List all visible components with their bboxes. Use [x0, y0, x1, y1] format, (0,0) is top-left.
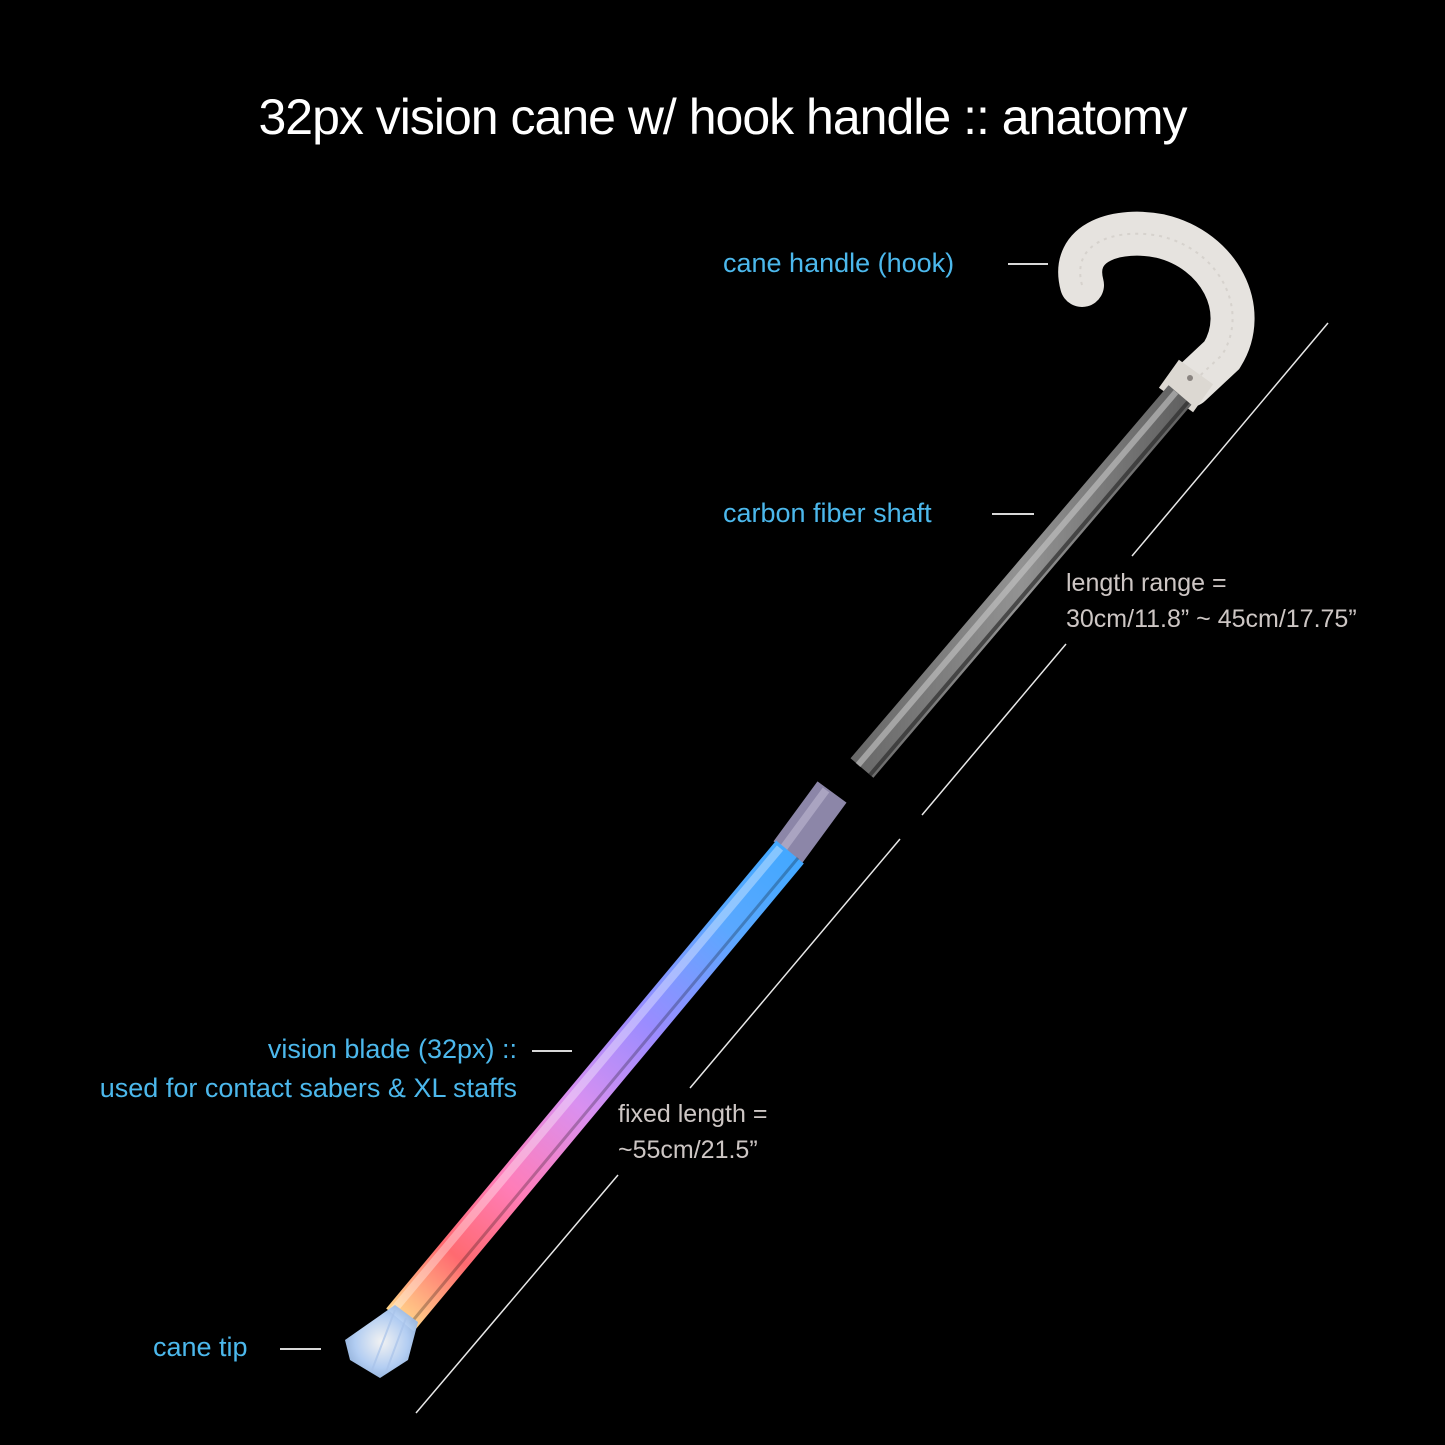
cane-tip-icon [345, 1305, 418, 1378]
shaft-length-note-line2: 30cm/11.8” ~ 45cm/17.75” [1066, 605, 1357, 633]
vision-blade-icon [386, 840, 804, 1332]
handle-label: cane handle (hook) [723, 248, 955, 278]
tip-label: cane tip [153, 1332, 248, 1362]
tip-leader-line [280, 1348, 321, 1350]
blade-length-note-line1: fixed length = [618, 1100, 768, 1128]
handle-leader-line [1008, 263, 1048, 265]
blade-label-line1: vision blade (32px) :: [267, 1034, 517, 1064]
shaft-dimension-line [921, 322, 1329, 816]
carbon-shaft-icon [850, 385, 1192, 778]
blade-leader-line [532, 1050, 572, 1052]
shaft-label: carbon fiber shaft [723, 498, 932, 528]
handle-hook-icon [1058, 211, 1255, 413]
shaft-length-note-line1: length range = [1066, 569, 1227, 597]
blade-connector-icon [773, 781, 847, 863]
blade-dimension-line [415, 838, 901, 1414]
shaft-leader-line [992, 513, 1034, 515]
blade-label-line2: used for contact sabers & XL staffs [99, 1073, 517, 1103]
page-title: 32px vision cane w/ hook handle :: anato… [258, 89, 1187, 145]
blade-length-note-line2: ~55cm/21.5” [618, 1136, 758, 1164]
